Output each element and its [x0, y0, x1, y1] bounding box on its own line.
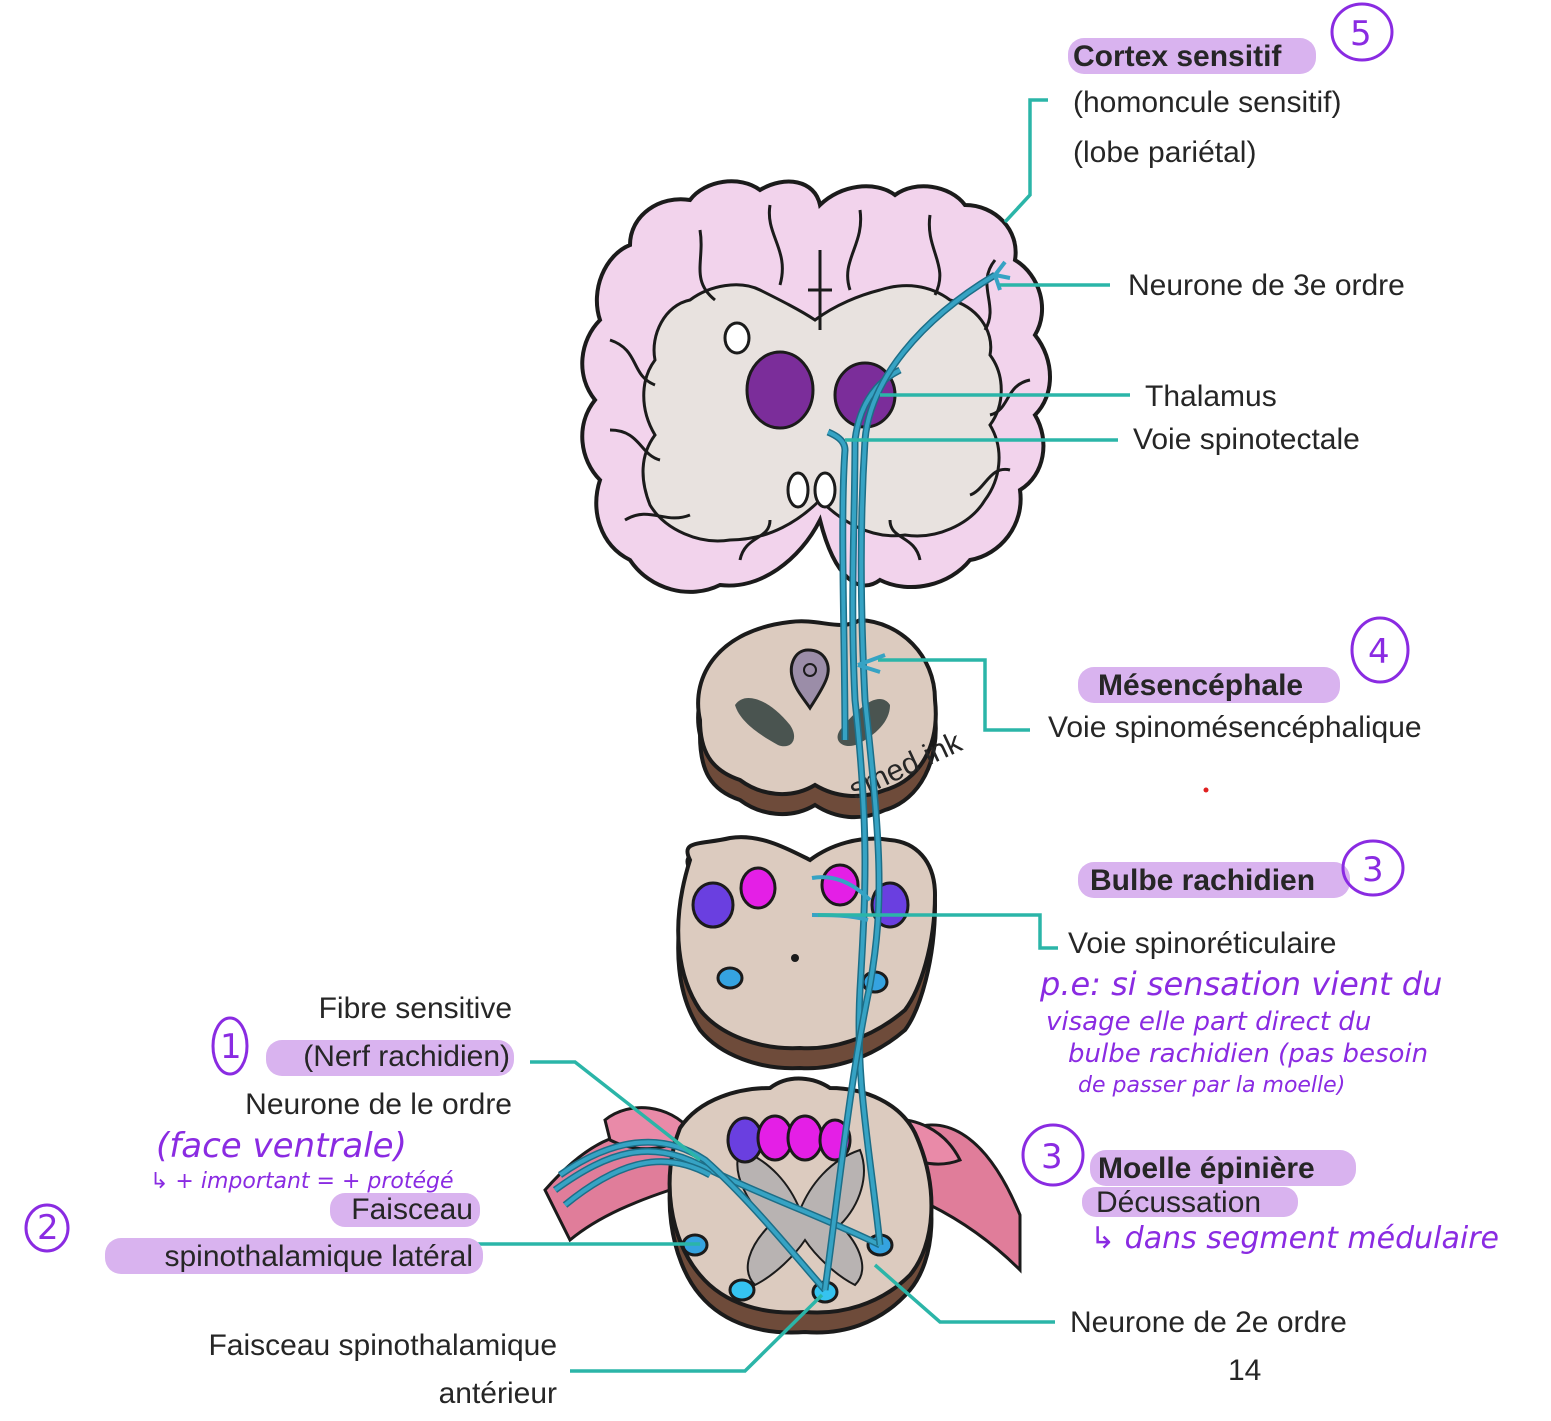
gracile-nucleus-left	[739, 866, 777, 910]
label-decussation: Décussation	[1096, 1186, 1261, 1219]
circled-number-5: 5	[1350, 14, 1372, 54]
aqueduct	[789, 648, 830, 711]
medulla-tract-left	[716, 966, 744, 990]
label-neurone3: Neurone de 3e ordre	[1128, 269, 1405, 302]
leader-lines	[470, 98, 1130, 1373]
spinal-cord-body	[667, 1076, 934, 1315]
note-bulbe-line4: de passer par la moelle)	[1078, 1073, 1345, 1098]
page-number: 14	[1228, 1354, 1261, 1387]
label-neurone1: Neurone de le ordre	[245, 1088, 512, 1121]
label-faisceau-ant2: antérieur	[439, 1377, 557, 1410]
circled-number-4: 4	[1368, 632, 1390, 672]
circle-2	[24, 1203, 70, 1253]
mesencephalon-section: smed ink	[696, 617, 968, 820]
substantia-nigra-right	[837, 699, 890, 747]
label-bulbe: Bulbe rachidien	[1090, 864, 1315, 897]
label-cortex-sub2: (lobe pariétal)	[1073, 136, 1256, 169]
mesencephalon-body	[696, 617, 938, 798]
note-bulbe-line1: p.e: si sensation vient du	[1039, 965, 1442, 1003]
note-moelle: ↳ dans segment médulaire	[1090, 1221, 1499, 1256]
label-faisceau-ant1: Faisceau spinothalamique	[208, 1329, 557, 1362]
label-spinotectale: Voie spinotectale	[1133, 423, 1360, 456]
thalamus-left	[745, 350, 815, 430]
label-mesencephale: Mésencéphale	[1098, 669, 1303, 702]
aqueduct-lumen	[803, 663, 817, 677]
label-moelle: Moelle épinière	[1098, 1152, 1315, 1185]
central-canal-medulla	[791, 954, 799, 962]
label-fibre-sensitive: Fibre sensitive	[319, 992, 512, 1025]
note-important: ↳ + important = + protégé	[150, 1169, 454, 1194]
mammillary-body-left	[786, 471, 810, 509]
medulla-section	[676, 835, 938, 1071]
cortex-sulci	[609, 204, 1031, 561]
dorsal-column-3	[786, 1114, 824, 1162]
circle-3-bulbe	[1341, 839, 1405, 897]
printed-labels: Cortex sensitif (homoncule sensitif) (lo…	[164, 40, 1421, 1410]
note-face-ventrale: (face ventrale)	[156, 1126, 407, 1166]
circle-3-moelle	[1021, 1123, 1085, 1187]
label-spinoreticulaire: Voie spinoréticulaire	[1068, 927, 1337, 960]
note-bulbe-line3: bulbe rachidien (pas besoin	[1068, 1039, 1428, 1069]
circle-5	[1330, 2, 1394, 62]
label-spinomesencephalique: Voie spinomésencéphalique	[1048, 711, 1422, 744]
label-neurone2: Neurone de 2e ordre	[1070, 1306, 1347, 1339]
circle-1	[211, 1016, 249, 1076]
label-nerf-rachidien: (Nerf rachidien)	[303, 1040, 510, 1073]
note-bulbe-line2: visage elle part direct du	[1046, 1007, 1371, 1037]
gracile-nucleus-right	[820, 863, 860, 907]
circled-number-1: 1	[220, 1027, 242, 1067]
label-cortex-title: Cortex sensitif	[1073, 40, 1282, 73]
olive-nucleus-left	[691, 881, 735, 929]
mammillary-body-right	[813, 471, 837, 509]
ascending-fibers	[552, 260, 1011, 1293]
circled-number-3-bulbe: 3	[1362, 850, 1384, 890]
handwritten-annotations: 5 4 3 3 1 2 p.e: si sensation vient du v…	[24, 2, 1499, 1256]
brain-coronal-section	[580, 179, 1052, 594]
circle-4	[1350, 616, 1410, 684]
medulla-body	[676, 835, 938, 1051]
lateral-ventricle-left	[723, 321, 751, 355]
label-thalamus: Thalamus	[1145, 380, 1277, 413]
highlights	[105, 38, 1356, 1274]
substantia-nigra-left	[735, 697, 795, 747]
anterior-tract-left	[728, 1278, 756, 1302]
circled-number-3-moelle: 3	[1041, 1137, 1063, 1177]
label-faisceau: Faisceau	[351, 1193, 473, 1226]
label-cortex-sub1: (homoncule sensitif)	[1073, 86, 1341, 119]
label-spinothal-lateral: spinothalamique latéral	[164, 1240, 473, 1273]
red-dot	[1203, 787, 1209, 793]
circled-number-2: 2	[37, 1208, 59, 1248]
